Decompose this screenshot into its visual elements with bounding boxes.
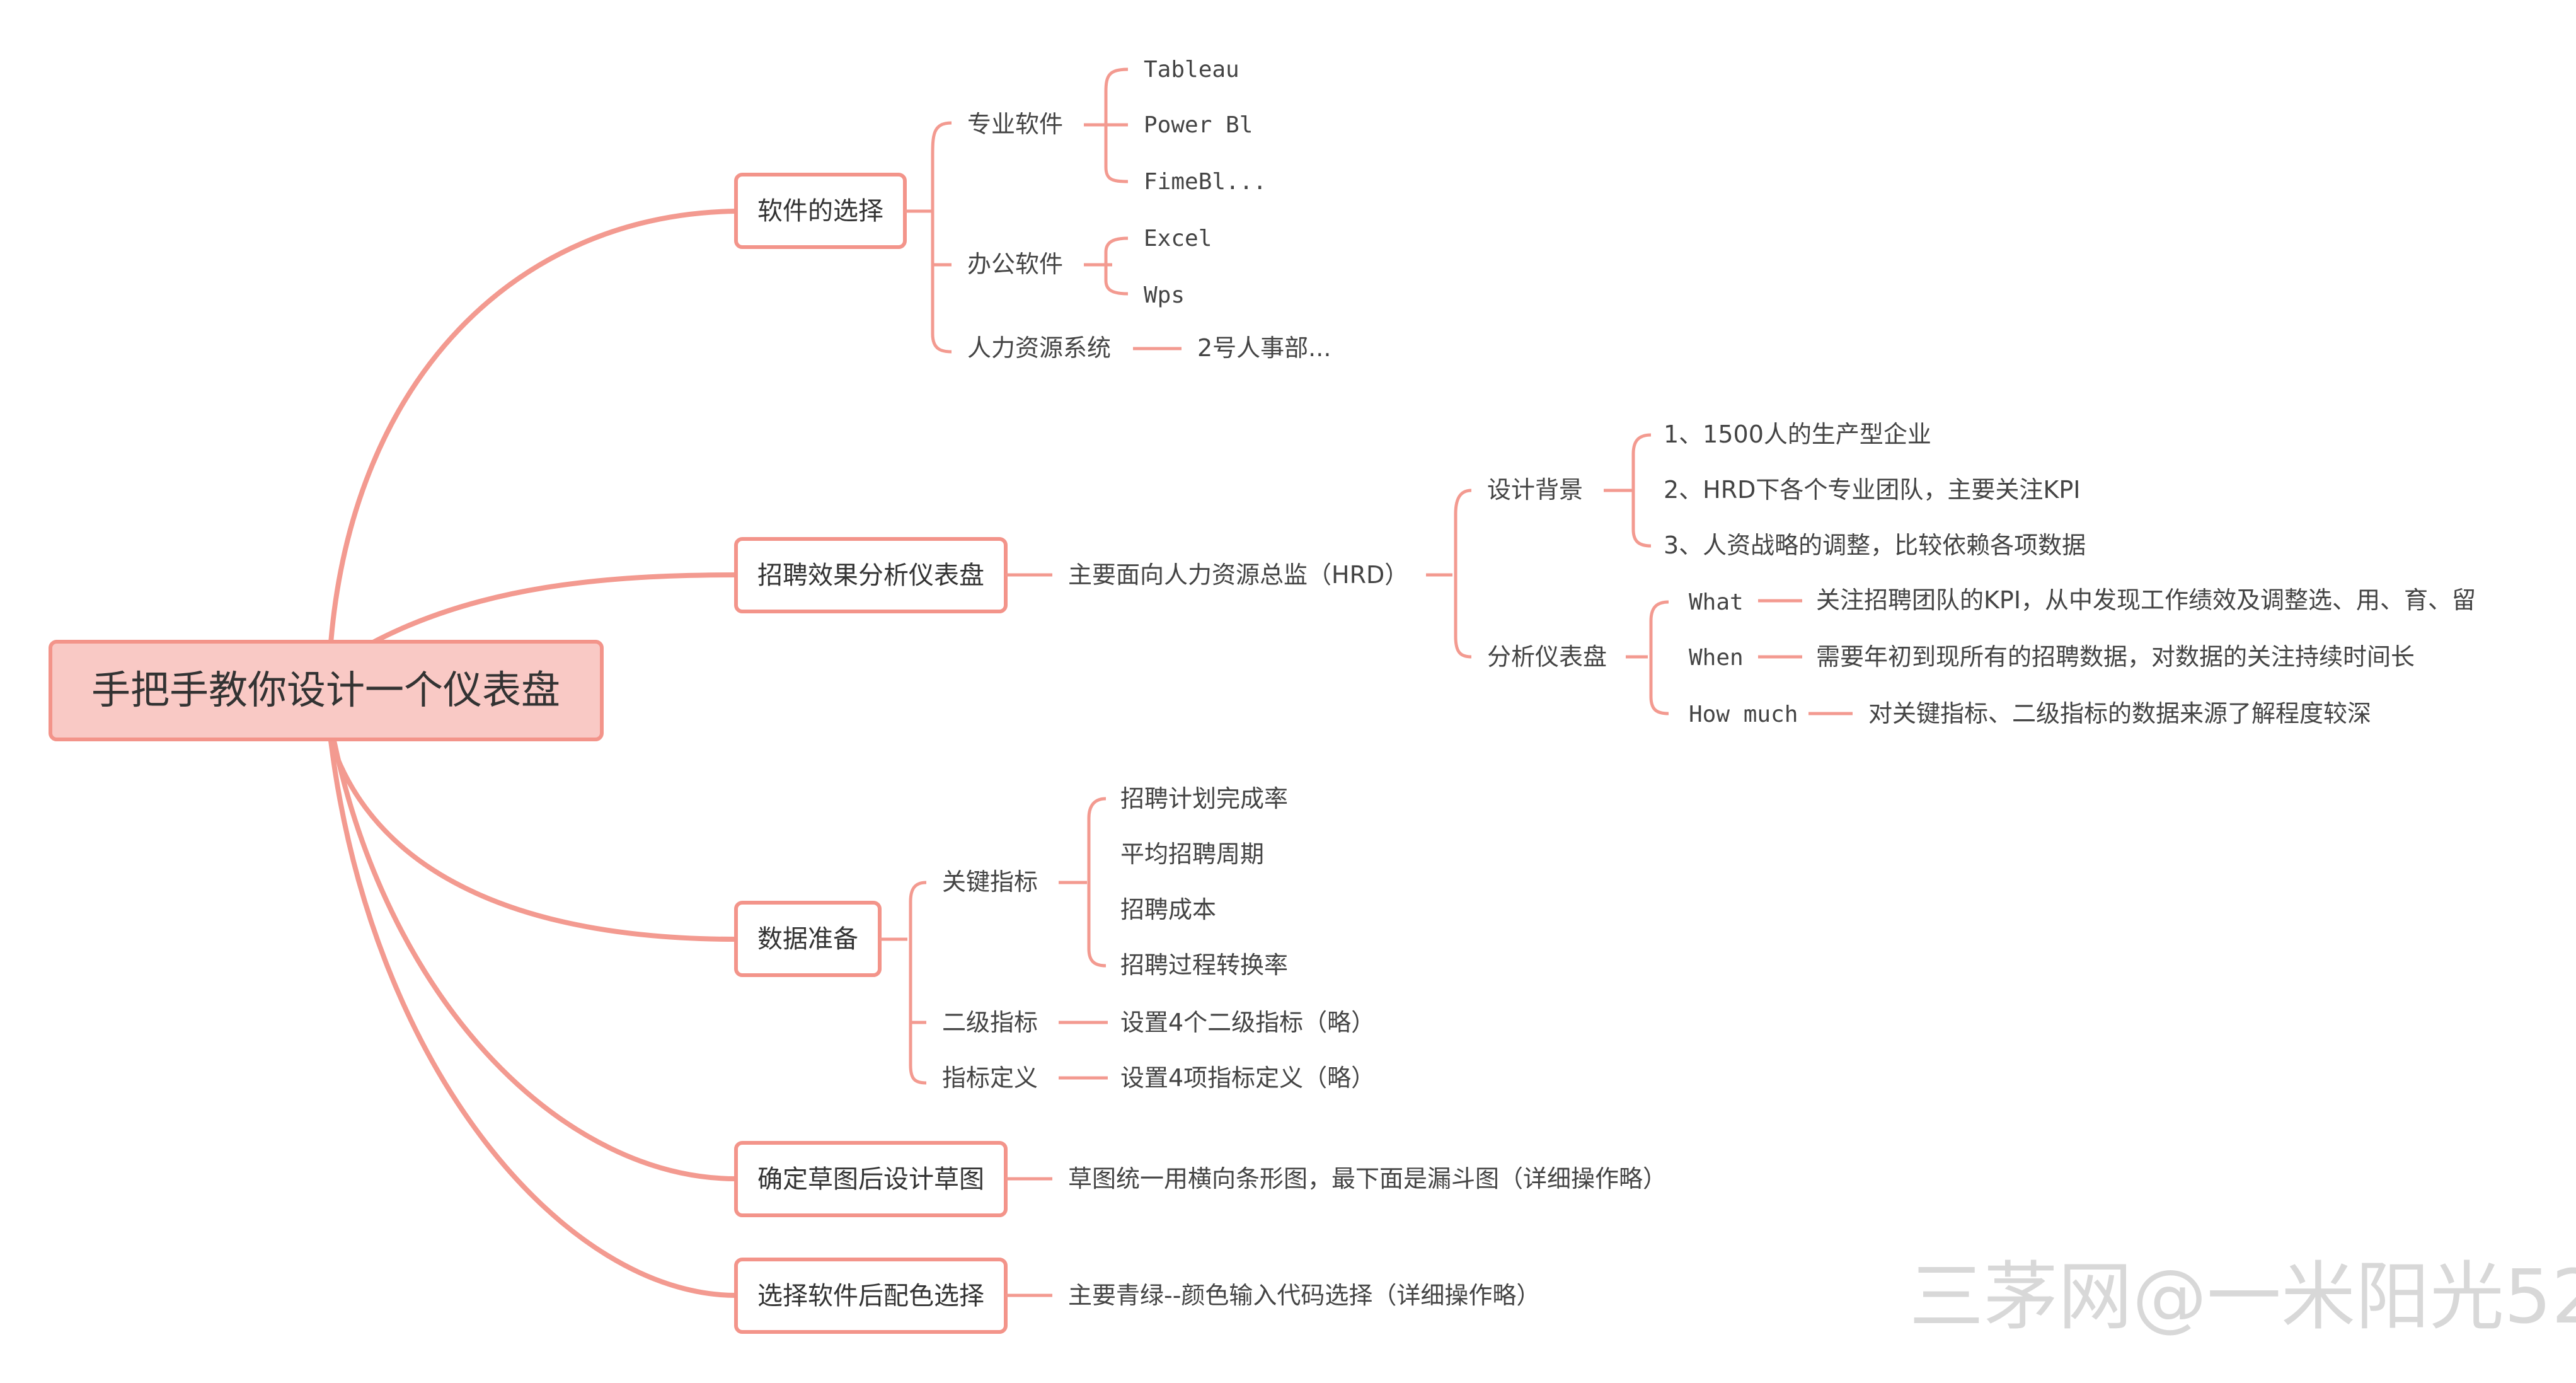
node-metric-1[interactable]: 招聘计划完成率: [1120, 785, 1288, 813]
node-background[interactable]: 设计背景: [1487, 476, 1583, 504]
node-professional[interactable]: 专业软件: [967, 110, 1063, 138]
node-definition-value[interactable]: 设置4项指标定义（略）: [1120, 1064, 1375, 1092]
node-metric-3[interactable]: 招聘成本: [1120, 896, 1216, 923]
node-definition[interactable]: 指标定义: [942, 1064, 1038, 1092]
node-key-metrics[interactable]: 关键指标: [942, 868, 1038, 896]
bracket-key-metrics: [1059, 797, 1107, 968]
node-hr-system[interactable]: 人力资源系统: [967, 334, 1111, 362]
bracket-background: [1604, 433, 1652, 548]
root-node[interactable]: [49, 640, 604, 741]
bracket-analysis: [1626, 600, 1669, 715]
node-sketch-label: 确定草图后设计草图: [757, 1165, 984, 1194]
branch-sketch: 确定草图后设计草图 草图统一用横向条形图，最下面是漏斗图（详细操作略）: [734, 1141, 1667, 1217]
node-when-key[interactable]: When: [1689, 645, 1744, 671]
node-howmuch-key[interactable]: How much: [1689, 702, 1798, 727]
root-connectors: [328, 209, 737, 1298]
node-what-value[interactable]: 关注招聘团队的KPI，从中发现工作绩效及调整选、用、育、留: [1816, 586, 2476, 614]
node-color-value[interactable]: 主要青绿--颜色输入代码选择（详细操作略）: [1068, 1282, 1540, 1309]
connector-data: [328, 739, 737, 942]
node-metric-4[interactable]: 招聘过程转换率: [1120, 951, 1288, 979]
connector-sketch: [331, 740, 737, 1181]
node-recruit-label: 招聘效果分析仪表盘: [757, 561, 984, 590]
branch-recruit: 招聘效果分析仪表盘 主要面向人力资源总监（HRD） 设计背景 分析仪表盘 1、1…: [734, 420, 2476, 727]
node-howmuch-value[interactable]: 对关键指标、二级指标的数据来源了解程度较深: [1868, 700, 2371, 727]
node-audience[interactable]: 主要面向人力资源总监（HRD）: [1068, 561, 1408, 589]
node-what-key[interactable]: What: [1689, 589, 1744, 615]
node-tableau[interactable]: Tableau: [1144, 57, 1239, 83]
node-power-bl[interactable]: Power Bl: [1144, 112, 1253, 138]
branch-software: 软件的选择 专业软件 办公软件 人力资源系统 Tableau Power Bl …: [734, 57, 1331, 362]
node-metric-2[interactable]: 平均招聘周期: [1120, 840, 1264, 868]
node-secondary[interactable]: 二级指标: [942, 1009, 1038, 1036]
bracket-data: [880, 881, 927, 1085]
node-fimebl[interactable]: FimeBl...: [1144, 169, 1267, 195]
watermark: 三茅网@一米阳光520: [1909, 1253, 2576, 1340]
node-hr-value[interactable]: 2号人事部...: [1197, 334, 1331, 362]
branch-color: 选择软件后配色选择 主要青绿--颜色输入代码选择（详细操作略）: [734, 1258, 1540, 1334]
node-analysis[interactable]: 分析仪表盘: [1487, 643, 1607, 671]
node-bg-3[interactable]: 3、人资战略的调整，比较依赖各项数据: [1664, 531, 2086, 559]
node-color-label: 选择软件后配色选择: [757, 1282, 984, 1311]
connector-recruit: [371, 572, 737, 645]
node-secondary-value[interactable]: 设置4个二级指标（略）: [1120, 1009, 1375, 1036]
node-data-label: 数据准备: [757, 925, 858, 954]
node-bg-1[interactable]: 1、1500人的生产型企业: [1664, 420, 1931, 448]
node-bg-2[interactable]: 2、HRD下各个专业团队，主要关注KPI: [1664, 476, 2080, 504]
node-wps[interactable]: Wps: [1144, 282, 1185, 308]
node-office[interactable]: 办公软件: [967, 250, 1063, 278]
bracket-software: [905, 121, 952, 354]
branch-data: 数据准备 关键指标 二级指标 指标定义 招聘计划完成率 平均招聘周期 招聘成本 …: [734, 785, 1375, 1092]
root-title: 手把手教你设计一个仪表盘: [91, 667, 560, 713]
node-sketch-value[interactable]: 草图统一用横向条形图，最下面是漏斗图（详细操作略）: [1068, 1165, 1667, 1193]
bracket-recruit: [1426, 489, 1472, 659]
node-when-value[interactable]: 需要年初到现所有的招聘数据，对数据的关注持续时间长: [1816, 643, 2415, 671]
node-excel[interactable]: Excel: [1144, 226, 1212, 252]
node-software-label: 软件的选择: [757, 197, 883, 226]
bracket-office: [1084, 236, 1129, 296]
connector-color: [328, 740, 737, 1298]
connector-software: [328, 209, 737, 644]
bracket-professional: [1084, 67, 1129, 183]
